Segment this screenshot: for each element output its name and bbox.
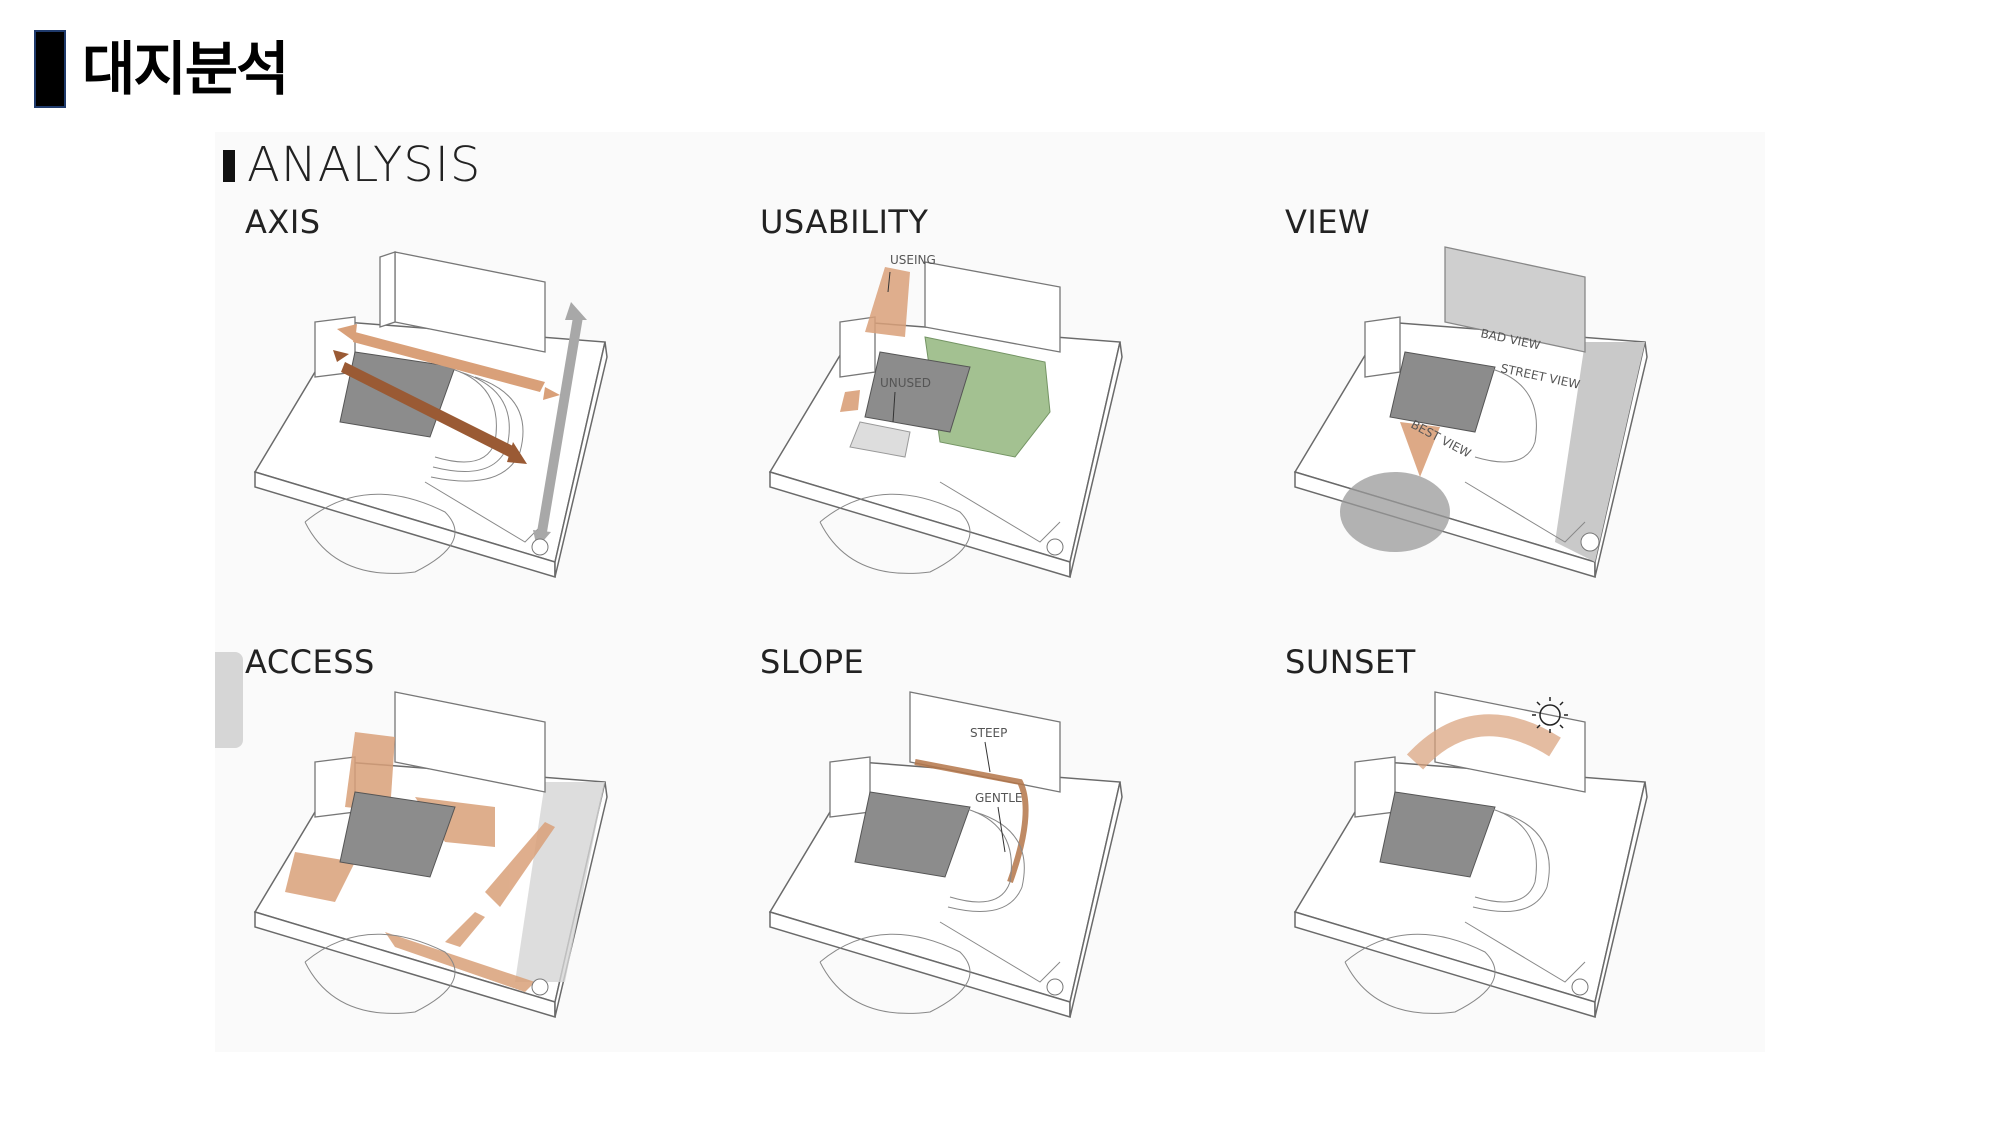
panel-label-sunset: SUNSET (1285, 643, 1416, 681)
axis-arrow-light (353, 332, 545, 392)
panel-axis: AXIS (245, 202, 765, 602)
axis-arrow-brown (341, 362, 515, 457)
unused-label: UNUSED (880, 376, 931, 390)
title-marker-bar (34, 30, 66, 108)
sun-icon (1532, 697, 1568, 733)
slope-path (914, 759, 1029, 884)
analysis-board: ANALYSIS AXIS (215, 132, 1765, 1052)
useing-label: USEING (890, 253, 936, 267)
panel-slope: SLOPE STEEP GENT (760, 642, 1280, 1042)
gentle-label: GENTLE (975, 791, 1022, 805)
panel-view: VIEW BAD VIEW STREET (1285, 202, 1805, 602)
bad-view-block (1444, 246, 1586, 353)
view-diagram: BAD VIEW STREET VIEW BEST VIEW (1293, 246, 1648, 579)
panel-usability: USABILITY USEING (760, 202, 1280, 602)
steep-label: STEEP (970, 726, 1007, 740)
axis-diagram (253, 251, 608, 579)
street-shadow (1555, 342, 1645, 562)
best-view-shadow (1340, 472, 1450, 552)
analysis-heading: ANALYSIS (247, 137, 482, 193)
panel-label-usability: USABILITY (760, 203, 929, 241)
panel-access: ACCESS (245, 642, 765, 1042)
panel-label-view: VIEW (1285, 203, 1371, 241)
panel-sunset: SUNSET (1285, 642, 1805, 1042)
best-view-arrow (1400, 422, 1440, 477)
heading-marker-bar (223, 150, 235, 182)
useing-zone (865, 267, 910, 337)
side-scroll-tab[interactable] (215, 652, 243, 748)
panel-label-slope: SLOPE (760, 643, 865, 681)
slope-diagram: STEEP GENTLE (768, 691, 1123, 1019)
sun-path-arc (1406, 714, 1561, 770)
access-diagram (253, 691, 608, 1019)
usability-diagram: USEING UNUSED (768, 253, 1123, 579)
page-title: 대지분석 (82, 35, 289, 103)
axis-arrow-grey (537, 317, 583, 532)
panel-label-axis: AXIS (245, 203, 321, 241)
sunset-diagram (1293, 691, 1648, 1019)
panel-label-access: ACCESS (245, 643, 375, 681)
